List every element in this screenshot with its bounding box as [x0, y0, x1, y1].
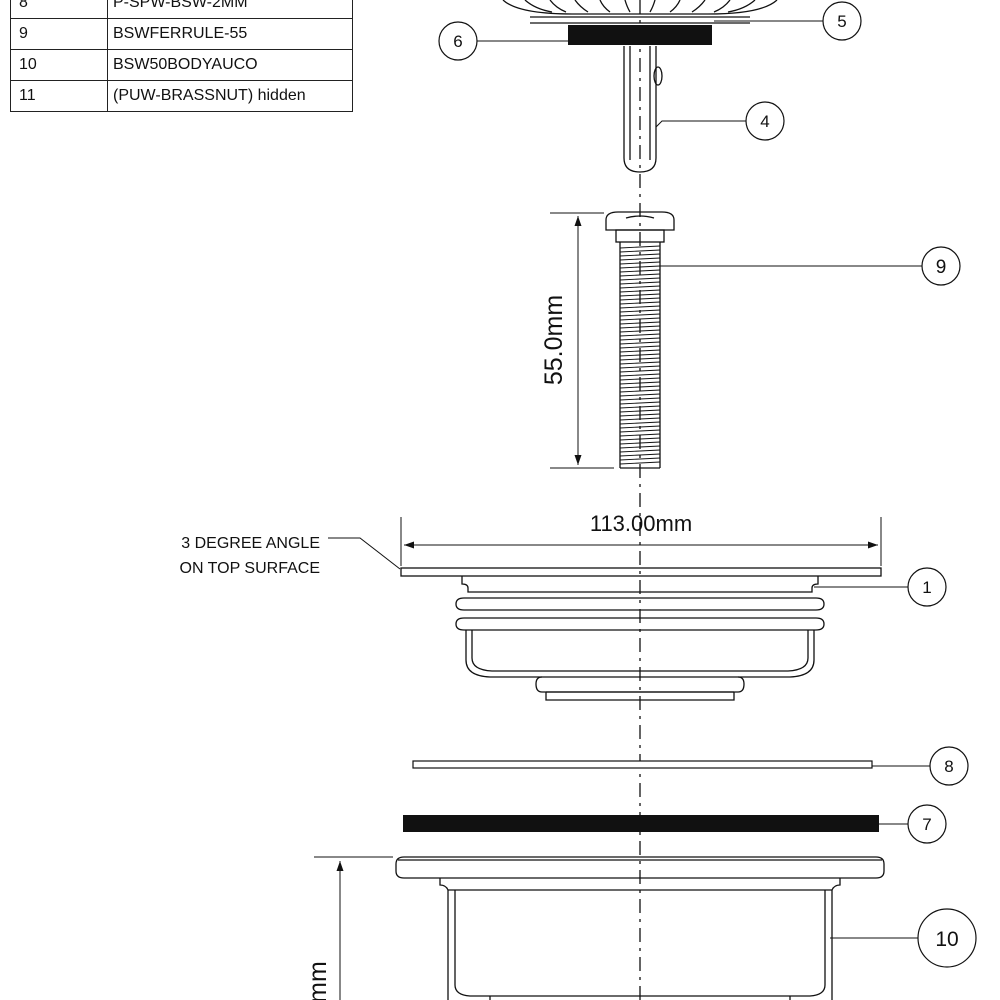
balloon-4-label: 4 [760, 112, 769, 131]
item-number-cell: 11 [10, 80, 108, 112]
threaded-ferrule [605, 211, 675, 469]
balloon-4: 4 [745, 101, 785, 141]
angle-note-line1: 3 DEGREE ANGLE [181, 535, 320, 552]
thread-line [619, 457, 661, 461]
body-height-dimension [314, 856, 393, 1000]
balloon-10: 10 [917, 908, 977, 968]
table-row: 8 P-SPW-BSW-2MM [10, 0, 353, 19]
thread-line [619, 329, 661, 333]
item-number-cell: 9 [10, 18, 108, 50]
strainer-seal-washer [568, 25, 712, 45]
thread-line [619, 437, 661, 441]
parts-list-table: 8 P-SPW-BSW-2MM 9 BSWFERRULE-55 10 BSW50… [10, 0, 353, 112]
thread-line [619, 361, 661, 365]
rubber-seal [403, 815, 879, 832]
strainer-basket-top [502, 0, 778, 24]
thread-line [619, 253, 661, 257]
balloon-1: 1 [907, 567, 947, 607]
thread-line [619, 421, 661, 425]
thread-line [619, 297, 661, 301]
thread-line [619, 277, 661, 281]
thread-line [619, 357, 661, 361]
thin-washer [412, 760, 873, 769]
thread-line [619, 445, 661, 449]
balloon-5: 5 [822, 1, 862, 41]
thread-line [619, 281, 661, 285]
thread-line [619, 269, 661, 273]
thread-line [619, 397, 661, 401]
thread-line [619, 365, 661, 369]
thread-line [619, 401, 661, 405]
thread-line [619, 393, 661, 397]
thread-line [619, 321, 661, 325]
thread-line [619, 385, 661, 389]
table-row: 11 (PUW-BRASSNUT) hidden [10, 80, 353, 112]
thread-line [619, 309, 661, 313]
thread-line [619, 353, 661, 357]
ferrule-length-dimension [550, 212, 614, 469]
balloon-9: 9 [921, 246, 961, 286]
part-description-cell: BSWFERRULE-55 [107, 18, 353, 50]
thread-line [619, 317, 661, 321]
thread-line [619, 285, 661, 289]
strainer-stem [623, 46, 663, 173]
thread-line [619, 429, 661, 433]
part-description-cell: (PUW-BRASSNUT) hidden [107, 80, 353, 112]
thread-line [619, 433, 661, 437]
thread-line [619, 273, 661, 277]
balloon-8: 8 [929, 746, 969, 786]
balloon-6-label: 6 [453, 32, 462, 51]
flange-diameter-label: 113.00mm [590, 511, 692, 536]
thread-line [619, 265, 661, 269]
thread-line [619, 257, 661, 261]
thread-line [619, 377, 661, 381]
thread-line [619, 289, 661, 293]
thread-line [619, 345, 661, 349]
balloon-9-label: 9 [936, 257, 947, 278]
balloon-6: 6 [438, 21, 478, 61]
balloon-7: 7 [907, 804, 947, 844]
thread-line [619, 381, 661, 385]
balloon-leaders [477, 20, 930, 939]
thread-line [619, 461, 661, 465]
thread-line [619, 369, 661, 373]
thread-line [619, 405, 661, 409]
balloon-8-label: 8 [944, 757, 953, 776]
thread-line [619, 301, 661, 305]
sink-flange-body [400, 567, 882, 701]
thread-line [619, 333, 661, 337]
thread-line [619, 341, 661, 345]
balloon-5-label: 5 [837, 12, 846, 31]
angle-note-line2: ON TOP SURFACE [180, 560, 320, 577]
balloon-7-label: 7 [922, 815, 931, 834]
thread-line [619, 261, 661, 265]
flange-diameter-dimension [400, 517, 882, 566]
angle-note-leader [328, 537, 401, 570]
thread-line [619, 389, 661, 393]
thread-line [619, 349, 661, 353]
thread-line [619, 337, 661, 341]
thread-line [619, 413, 661, 417]
part-description-cell: BSW50BODYAUCO [107, 49, 353, 81]
table-row: 9 BSWFERRULE-55 [10, 18, 353, 50]
thread-line [619, 417, 661, 421]
body-height-label: mm [304, 961, 332, 1000]
thread-line [619, 249, 661, 253]
thread-line [619, 449, 661, 453]
thread-line [619, 453, 661, 457]
balloon-10-label: 10 [935, 928, 958, 951]
waste-body [395, 856, 885, 1000]
thread-line [619, 313, 661, 317]
thread-line [619, 441, 661, 445]
thread-line [619, 305, 661, 309]
ferrule-length-label: 55.0mm [540, 295, 568, 385]
thread-line [619, 325, 661, 329]
thread-line [619, 245, 661, 249]
thread-line [619, 425, 661, 429]
thread-line [619, 373, 661, 377]
balloon-1-label: 1 [922, 578, 931, 597]
thread-line [619, 409, 661, 413]
thread-line [619, 293, 661, 297]
